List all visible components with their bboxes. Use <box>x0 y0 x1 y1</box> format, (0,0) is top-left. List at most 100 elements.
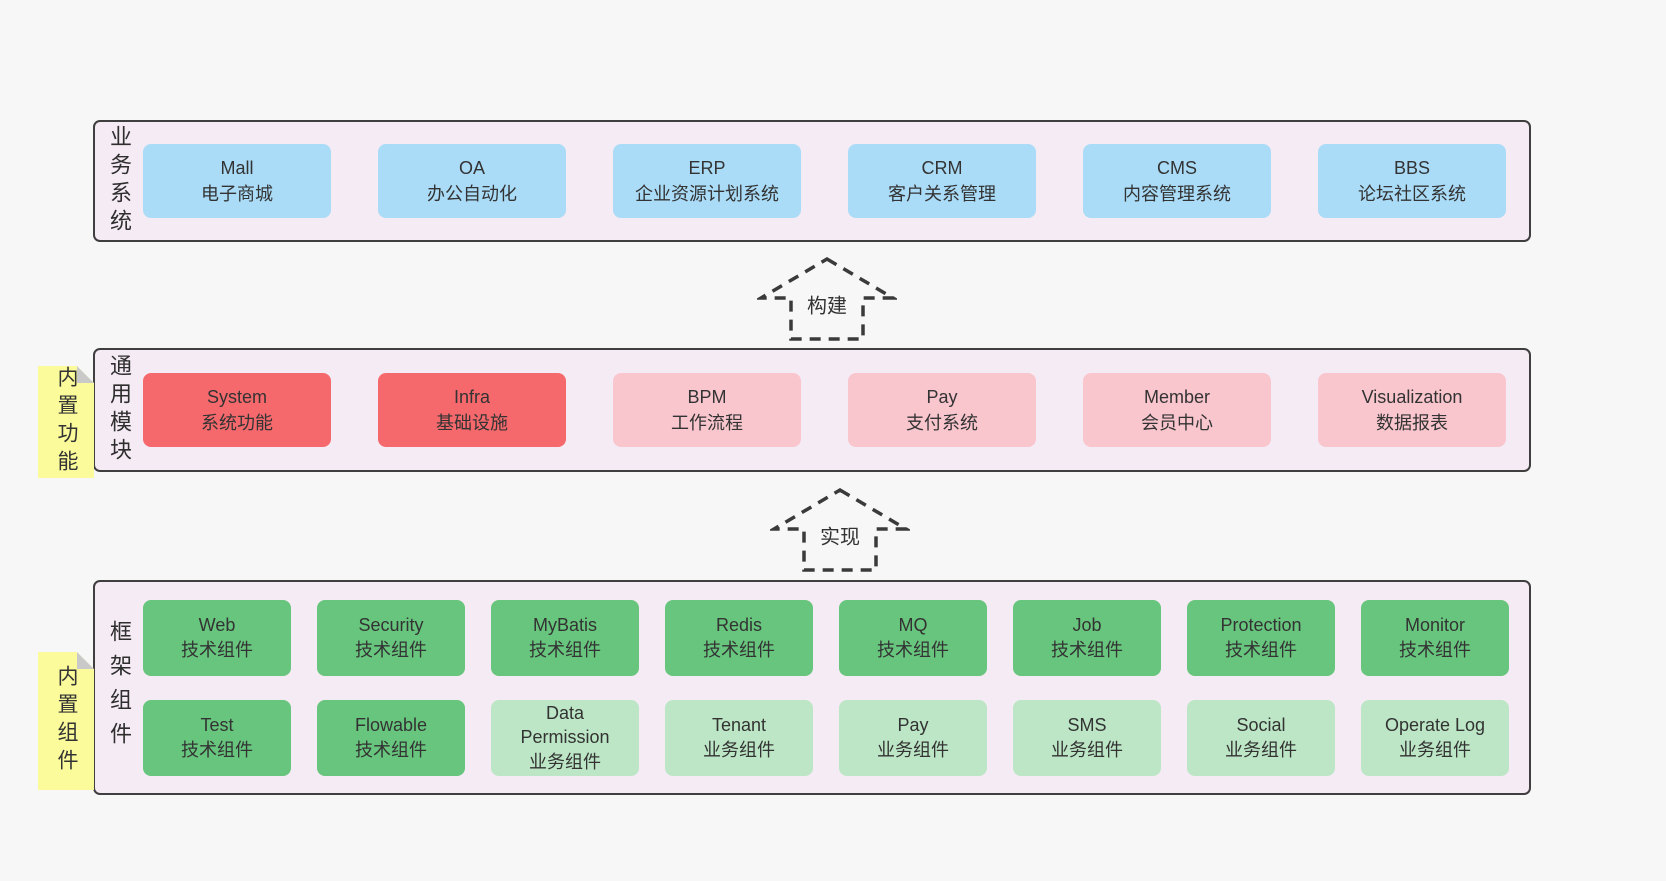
box-title: Mall <box>220 157 254 178</box>
box-mq: MQ 技术组件 <box>839 599 987 676</box>
box-protection: Protection 技术组件 <box>1187 599 1335 676</box>
band-label-text: 通用模块 <box>107 354 132 466</box>
box-crm: CRM 客户关系管理 <box>848 144 1036 218</box>
box-subtitle: 技术组件 <box>181 739 253 760</box>
box-title: Infra <box>453 386 491 407</box>
band-label-text: 业务系统 <box>107 125 132 237</box>
box-subtitle: 技术组件 <box>1399 639 1471 660</box>
arrow-build: 构建 <box>757 256 897 342</box>
box-title: CRM <box>921 157 963 178</box>
band-business-rows: Mall 电子商城 OA 办公自动化 ERP 企业资源计划系统 CRM 客户关系… <box>143 122 1529 240</box>
box-subtitle: 技术组件 <box>1225 639 1297 660</box>
box-member: Member 会员中心 <box>1083 373 1271 447</box>
box-data-permission: Data Permission 业务组件 <box>491 699 639 776</box>
box-title: Test <box>200 715 234 736</box>
box-subtitle: 电子商城 <box>201 184 273 204</box>
box-subtitle: 系统功能 <box>201 413 273 433</box>
box-subtitle: 业务组件 <box>1225 739 1297 760</box>
box-subtitle: 支付系统 <box>906 413 978 433</box>
box-erp: ERP 企业资源计划系统 <box>613 144 801 218</box>
box-subtitle: 内容管理系统 <box>1123 184 1231 204</box>
box-oa: OA 办公自动化 <box>378 144 566 218</box>
box-title: Tenant <box>711 715 767 736</box>
box-title: System <box>206 386 267 407</box>
band-components-row-1: Web 技术组件 Security 技术组件 MyBatis 技术组件 Redi… <box>143 599 1529 676</box>
box-job: Job 技术组件 <box>1013 599 1161 676</box>
box-title: Visualization <box>1361 386 1463 407</box>
box-subtitle: 技术组件 <box>181 639 253 660</box>
box-bbs: BBS 论坛社区系统 <box>1318 144 1506 218</box>
box-title: Monitor <box>1404 615 1466 636</box>
sticky-note-text: 内置功能 <box>55 366 78 478</box>
box-infra: Infra 基础设施 <box>378 373 566 447</box>
band-modules-rows: System 系统功能 Infra 基础设施 BPM 工作流程 Pay 支付系统… <box>143 350 1529 470</box>
band-components-rows: Web 技术组件 Security 技术组件 MyBatis 技术组件 Redi… <box>143 582 1529 793</box>
band-components-row-2: Test 技术组件 Flowable 技术组件 Data Permission … <box>143 699 1529 776</box>
box-subtitle: 技术组件 <box>703 639 775 660</box>
box-subtitle: 业务组件 <box>703 739 775 760</box>
box-subtitle: 办公自动化 <box>427 184 517 204</box>
folded-corner-icon <box>77 366 94 383</box>
box-subtitle: 会员中心 <box>1141 413 1213 433</box>
folded-corner-icon <box>77 652 94 669</box>
box-title: Member <box>1143 386 1210 407</box>
box-subtitle: 技术组件 <box>877 639 949 660</box>
sticky-note-built-in-components: 内置组件 <box>38 652 94 790</box>
box-web: Web 技术组件 <box>143 599 291 676</box>
box-subtitle: 业务组件 <box>877 739 949 760</box>
box-subtitle: 数据报表 <box>1376 413 1448 433</box>
box-title: Operate Log <box>1384 715 1486 736</box>
arrow-build-label: 构建 <box>804 289 850 319</box>
box-subtitle: 业务组件 <box>1399 739 1471 760</box>
box-social: Social 业务组件 <box>1187 699 1335 776</box>
box-mybatis: MyBatis 技术组件 <box>491 599 639 676</box>
band-modules-row: System 系统功能 Infra 基础设施 BPM 工作流程 Pay 支付系统… <box>143 373 1529 447</box>
band-framework-components: 框架组件 Web 技术组件 Security 技术组件 MyBatis 技术组件… <box>93 580 1531 795</box>
band-common-modules: 通用模块 System 系统功能 Infra 基础设施 BPM 工作流程 Pay <box>93 348 1531 472</box>
band-modules-label: 通用模块 <box>95 350 143 470</box>
box-subtitle: 技术组件 <box>355 639 427 660</box>
box-pay: Pay 支付系统 <box>848 373 1036 447</box>
band-label-text: 框架组件 <box>107 619 132 756</box>
box-title: BPM <box>687 386 727 407</box>
box-subtitle: 论坛社区系统 <box>1358 184 1466 204</box>
box-mall: Mall 电子商城 <box>143 144 331 218</box>
box-title: Pay <box>926 386 958 407</box>
band-business-systems: 业务系统 Mall 电子商城 OA 办公自动化 ERP 企业资源计划系统 CRM <box>93 120 1531 242</box>
box-subtitle: 基础设施 <box>436 413 508 433</box>
box-system: System 系统功能 <box>143 373 331 447</box>
box-title: ERP <box>688 157 726 178</box>
box-monitor: Monitor 技术组件 <box>1361 599 1509 676</box>
box-visualization: Visualization 数据报表 <box>1318 373 1506 447</box>
box-title: Protection <box>1220 615 1302 636</box>
box-title: OA <box>458 157 485 178</box>
box-subtitle: 技术组件 <box>529 639 601 660</box>
box-tenant: Tenant 业务组件 <box>665 699 813 776</box>
arrow-implement-label: 实现 <box>817 520 863 550</box>
box-test: Test 技术组件 <box>143 699 291 776</box>
box-title: Web <box>198 615 236 636</box>
box-subtitle: 企业资源计划系统 <box>635 184 779 204</box>
box-flowable: Flowable 技术组件 <box>317 699 465 776</box>
box-subtitle: 技术组件 <box>355 739 427 760</box>
box-title: SMS <box>1067 715 1107 736</box>
box-bpm: BPM 工作流程 <box>613 373 801 447</box>
box-title: Data Permission <box>520 703 610 748</box>
box-subtitle: 工作流程 <box>671 413 743 433</box>
up-arrow-icon <box>757 256 897 341</box>
box-subtitle: 业务组件 <box>529 751 601 772</box>
up-arrow-icon <box>770 487 910 572</box>
box-cms: CMS 内容管理系统 <box>1083 144 1271 218</box>
box-subtitle: 客户关系管理 <box>888 184 996 204</box>
box-title: BBS <box>1393 157 1431 178</box>
box-title: Job <box>1072 615 1102 636</box>
box-title: Social <box>1236 715 1286 736</box>
box-title: Redis <box>715 615 763 636</box>
box-title: Flowable <box>354 715 428 736</box>
band-components-label: 框架组件 <box>95 582 143 793</box>
box-title: Pay <box>897 715 929 736</box>
sticky-note-built-in-features: 内置功能 <box>38 366 94 478</box>
box-title: Security <box>358 615 424 636</box>
box-sms: SMS 业务组件 <box>1013 699 1161 776</box>
box-pay-component: Pay 业务组件 <box>839 699 987 776</box>
